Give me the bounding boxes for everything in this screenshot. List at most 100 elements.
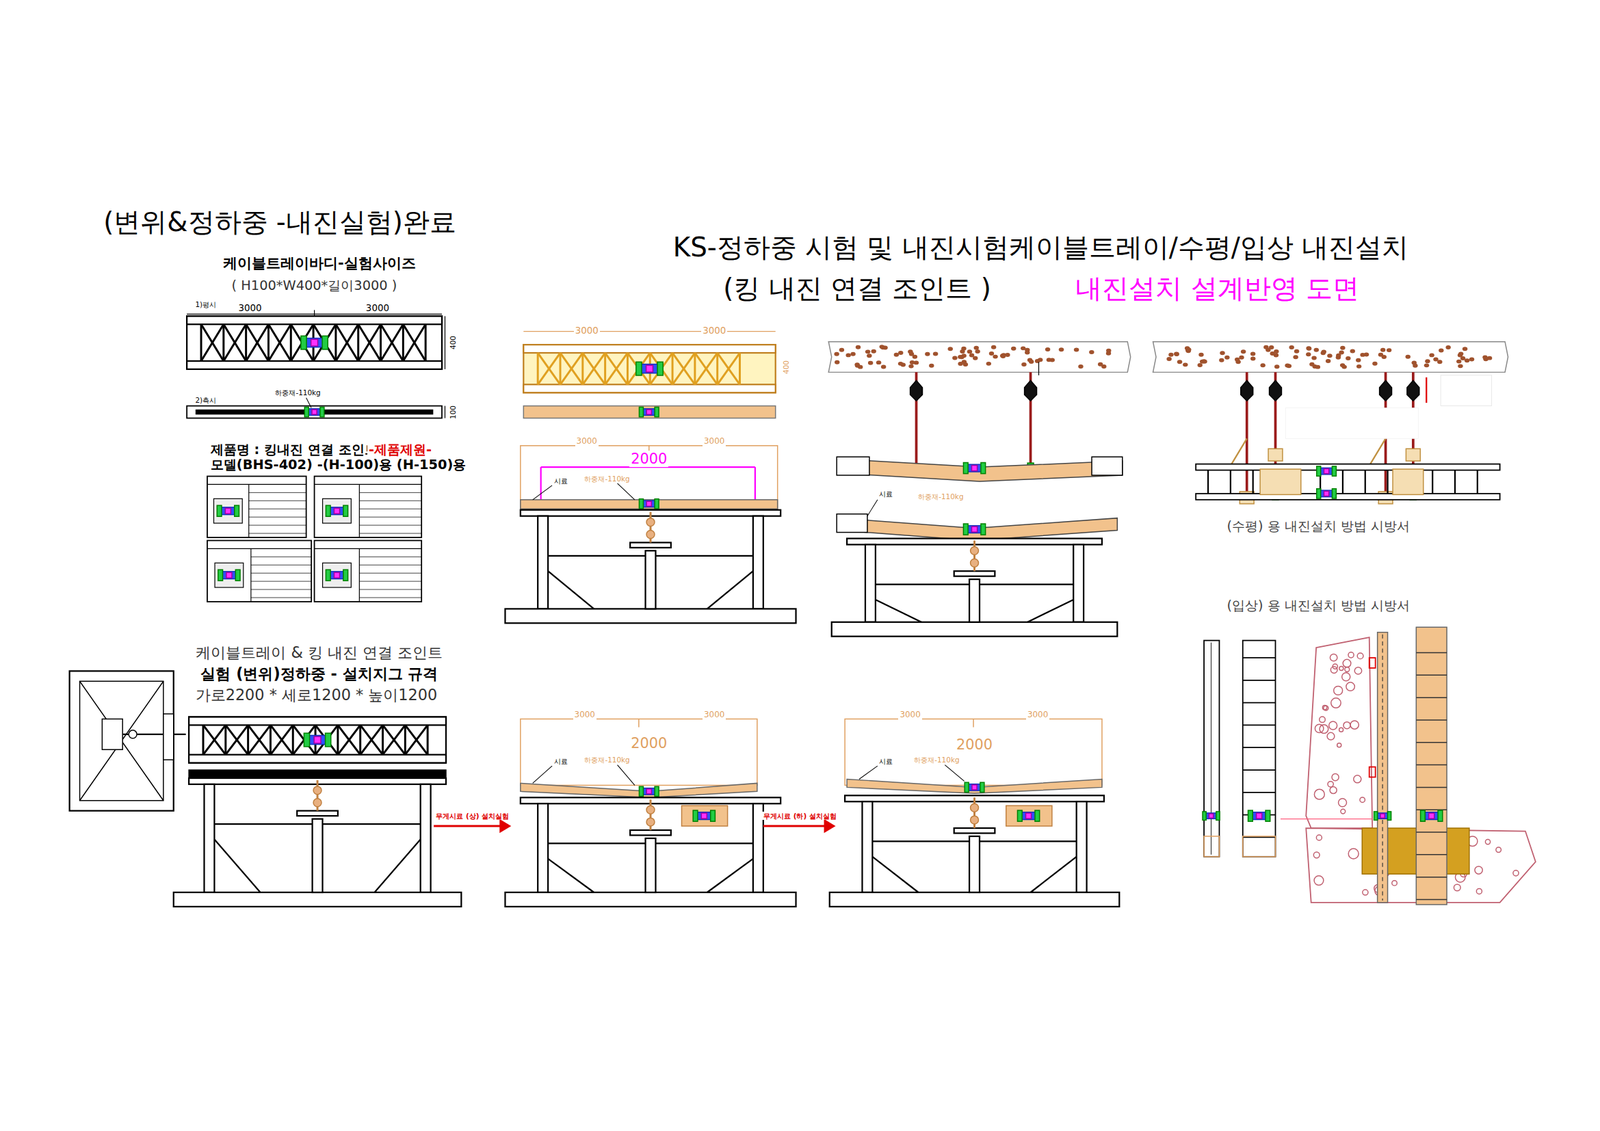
concrete-aggregate: [1004, 352, 1010, 358]
table-rule: [359, 492, 422, 494]
leader-line: [532, 766, 553, 784]
concrete-aggregate: [991, 345, 996, 350]
concrete-aggregate: [855, 345, 861, 350]
arrow-head: [824, 820, 835, 833]
concrete-aggregate: [894, 352, 899, 358]
joint-bolt: [1374, 811, 1378, 821]
tray-lattice: [672, 352, 695, 385]
dimension-text: 3000: [702, 437, 726, 447]
tray-end: [836, 514, 868, 533]
concrete-aggregate: [876, 360, 882, 365]
tray-end: [836, 456, 870, 476]
anchor-nut: [1269, 380, 1282, 401]
dimension-text: 3000: [573, 710, 597, 721]
concrete-aggregate: [1314, 348, 1319, 353]
joint-bolt: [300, 335, 307, 350]
concrete-aggregate: [865, 349, 871, 354]
joint-bolt: [638, 499, 644, 509]
dimension-text: 3000: [236, 303, 263, 314]
tray-flange: [188, 716, 447, 726]
concrete-aggregate: [1329, 653, 1337, 661]
concrete-aggregate: [881, 365, 886, 370]
concrete-aggregate: [1309, 362, 1315, 367]
jig-frame: [69, 671, 174, 811]
section-title: 케이블트레이바디-실험사이즈: [221, 255, 418, 272]
concrete-aggregate: [1173, 352, 1179, 357]
concrete-aggregate: [1386, 348, 1392, 353]
concrete-aggregate: [1355, 358, 1361, 363]
ladder-rung: [1229, 470, 1232, 494]
tray-post: [604, 352, 607, 385]
joint-bolt: [1248, 810, 1254, 822]
joint-bolt: [963, 523, 968, 535]
concrete-aggregate: [898, 350, 903, 356]
tray-lattice: [694, 352, 718, 385]
load-label: 하중재-110kg: [916, 492, 965, 501]
ladder-rail: [1195, 493, 1500, 501]
concrete-aggregate: [1333, 686, 1343, 695]
arrow-shaft: [433, 825, 503, 828]
tray-post: [357, 324, 360, 362]
joint-plate: [639, 364, 661, 374]
joint-core: [646, 409, 652, 415]
ladder-rung: [1342, 470, 1344, 494]
wall-section: [1305, 637, 1373, 829]
leader-line: [944, 765, 964, 782]
concrete-aggregate: [1350, 720, 1359, 730]
tray-post: [402, 324, 405, 362]
concrete-aggregate: [1337, 743, 1342, 748]
concrete-aggregate: [879, 344, 884, 349]
concrete-aggregate: [1353, 775, 1362, 784]
ladder-rung: [1242, 792, 1276, 794]
concrete-aggregate: [1045, 347, 1051, 352]
ladder-rung: [1364, 470, 1367, 494]
note-area: [1285, 408, 1419, 440]
ladder-rung: [1415, 899, 1447, 901]
stand-leg: [861, 801, 873, 893]
stand-base: [173, 892, 462, 908]
stand-leg: [1073, 544, 1084, 622]
tray-post: [671, 352, 674, 385]
concrete-aggregate: [1305, 346, 1311, 351]
anchor-nut: [910, 380, 923, 401]
concrete-aggregate: [969, 352, 975, 358]
joint-bolt: [654, 407, 659, 417]
concrete-aggregate: [1323, 705, 1329, 711]
load-plate: [296, 811, 338, 817]
ladder-rung: [1386, 470, 1388, 494]
tray-post: [269, 725, 272, 755]
table-rule: [248, 533, 307, 535]
table-rule: [359, 556, 422, 558]
tray-lattice: [268, 324, 291, 362]
tray-specimen: [520, 500, 778, 509]
tray-post: [716, 352, 719, 385]
concrete-aggregate: [1097, 362, 1103, 367]
concrete-aggregate: [909, 352, 914, 357]
ladder-rung: [1207, 470, 1209, 494]
concrete-aggregate: [1348, 652, 1354, 659]
tray-outline: [186, 316, 442, 370]
concrete-aggregate: [1327, 781, 1334, 788]
ladder-rung: [1242, 657, 1276, 659]
ladder-rung: [1415, 831, 1447, 833]
joint-sketch: [214, 562, 244, 588]
concrete-aggregate: [1496, 847, 1502, 854]
concrete-aggregate: [1357, 653, 1364, 660]
concrete-aggregate: [839, 348, 845, 353]
size-note: ( H100*W400*길이3000 ): [230, 278, 399, 294]
table-rule: [251, 556, 312, 558]
load-label: 하중재-110kg: [273, 388, 322, 397]
concrete-aggregate: [952, 356, 957, 361]
ladder-rung: [1415, 764, 1447, 766]
concrete-aggregate: [1168, 352, 1174, 358]
concrete-aggregate: [1483, 357, 1488, 362]
concrete-aggregate: [1469, 357, 1475, 362]
joint-core: [225, 508, 231, 514]
tray-post: [244, 324, 247, 362]
joint-bolt: [235, 569, 241, 581]
tray-lattice: [404, 725, 428, 755]
jig-brace: [80, 681, 164, 801]
concrete-aggregate: [1378, 352, 1384, 358]
joint-bolt: [654, 786, 659, 797]
